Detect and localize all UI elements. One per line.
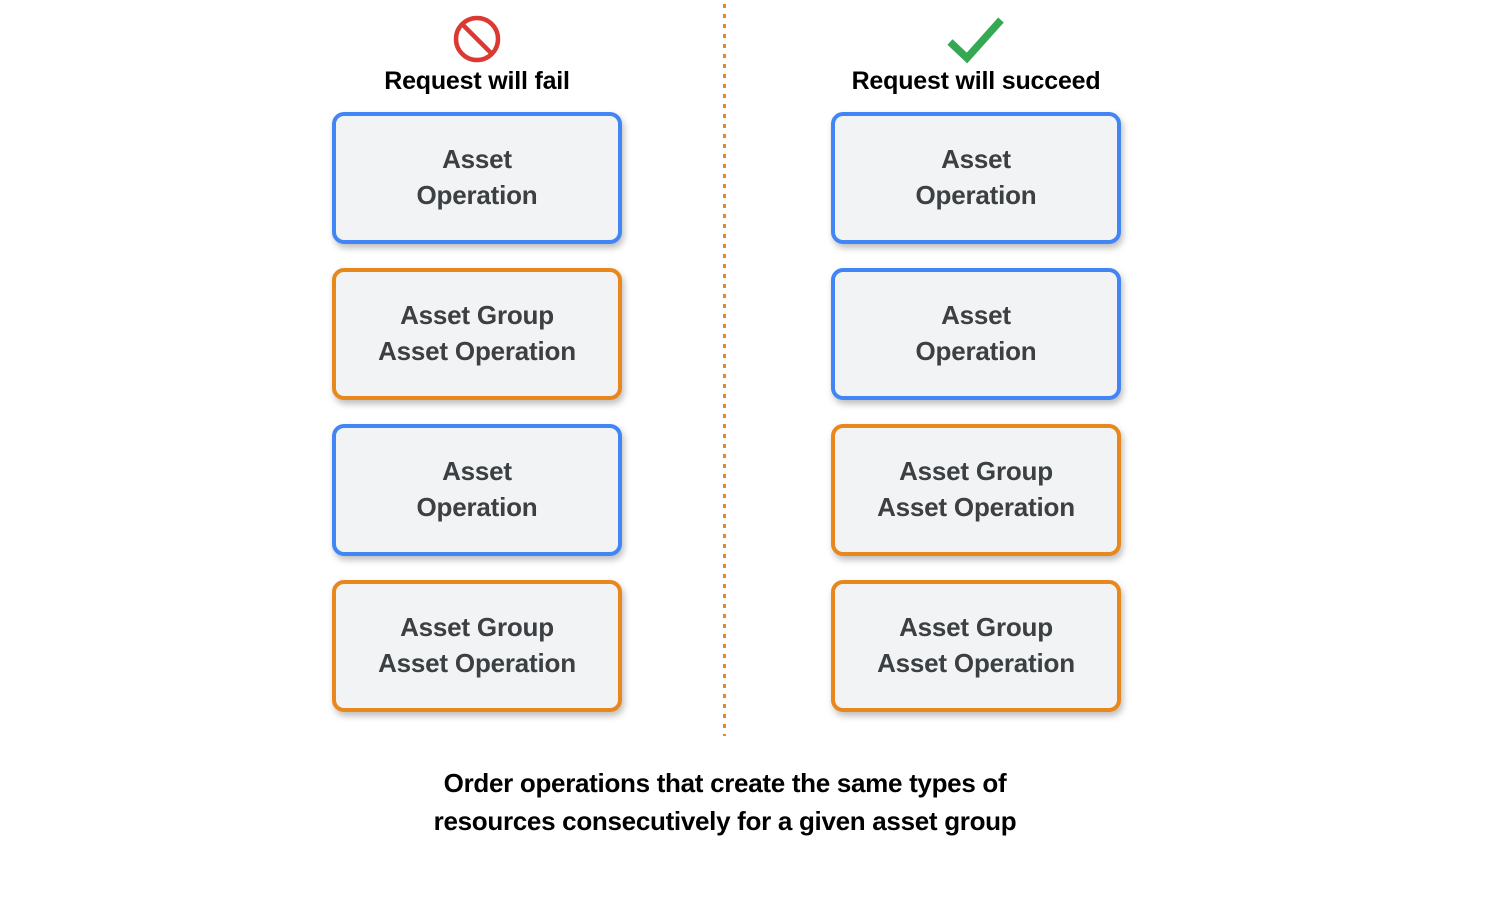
- operation-stack-succeed: Asset Operation Asset Operation Asset Gr…: [831, 112, 1121, 712]
- operation-stack-fail: Asset Operation Asset Group Asset Operat…: [332, 112, 622, 712]
- operation-box-label: Asset Group Asset Operation: [378, 612, 576, 678]
- operation-box-label: Asset Operation: [416, 144, 538, 210]
- operation-box-label: Asset Operation: [416, 456, 538, 522]
- operation-box-label: Asset Group Asset Operation: [378, 300, 576, 366]
- operation-box: Asset Operation: [332, 424, 622, 556]
- operation-box: Asset Group Asset Operation: [831, 580, 1121, 712]
- operation-box-label: Asset Operation: [915, 144, 1037, 210]
- operation-box-label: Asset Group Asset Operation: [877, 612, 1075, 678]
- operation-box: Asset Operation: [332, 112, 622, 244]
- column-header-fail: Request will fail: [332, 14, 622, 96]
- operation-box-label: Asset Group Asset Operation: [877, 456, 1075, 522]
- operation-box: Asset Group Asset Operation: [332, 580, 622, 712]
- operation-box: Asset Group Asset Operation: [332, 268, 622, 400]
- operation-box: Asset Operation: [831, 268, 1121, 400]
- caption-line-1: Order operations that create the same ty…: [443, 768, 1007, 798]
- column-title-fail: Request will fail: [384, 67, 570, 95]
- operation-box: Asset Operation: [831, 112, 1121, 244]
- diagram-caption: Order operations that create the same ty…: [0, 765, 1450, 841]
- caption-line-2: resources consecutively for a given asse…: [433, 805, 1017, 836]
- column-header-succeed: Request will succeed: [831, 14, 1121, 96]
- vertical-dotted-divider: [723, 4, 726, 736]
- operation-box: Asset Group Asset Operation: [831, 424, 1121, 556]
- checkmark-icon: [831, 14, 1121, 64]
- column-title-succeed: Request will succeed: [851, 67, 1101, 95]
- operation-box-label: Asset Operation: [915, 300, 1037, 366]
- prohibition-icon: [332, 14, 622, 64]
